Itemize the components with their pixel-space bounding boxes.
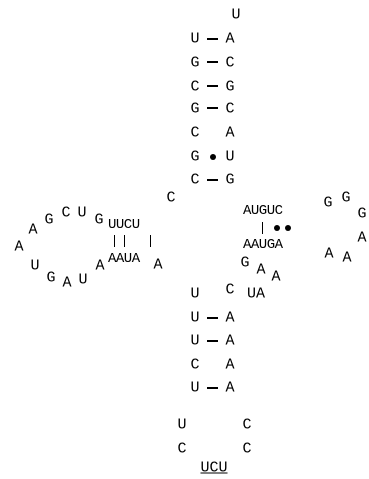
acceptor-right-base-5: A (225, 124, 235, 142)
t-loop-base-4: A (357, 229, 367, 247)
anticodon-loop-right-base-1: C (242, 416, 252, 434)
d-arm-after-lower-base: A (153, 256, 163, 274)
anticodon-right-base-2: A (225, 309, 235, 327)
acceptor-left-base-5: C (190, 124, 200, 142)
d-loop-base-2: G (44, 211, 54, 229)
d-arm-pair-tick-2 (124, 235, 125, 247)
anticodon-left-base-5: U (190, 379, 200, 397)
anticodon-right-base-3: A (225, 332, 235, 350)
d-loop-base-6: A (14, 238, 24, 256)
anticodon-left-base-4: C (190, 356, 200, 374)
anticodon-right-base-5: A (225, 379, 235, 397)
anticodon-bond-3 (207, 340, 218, 342)
anticodon-right-base-1: C (225, 281, 235, 299)
d-loop-base-11: A (95, 257, 105, 275)
d-loop-base-7: U (30, 257, 40, 275)
d-loop-base-10: U (78, 271, 88, 289)
t-connector-base-3: A (271, 268, 281, 286)
d-arm-pair-tick-1 (114, 235, 115, 247)
t-arm-lower-strand: AAUGA (243, 237, 283, 253)
acceptor-right-base-2: C (225, 54, 235, 72)
t-arm-upper-strand: AUGUC (243, 203, 283, 219)
anticodon-loop-left-base-1: U (177, 416, 187, 434)
anticodon-left-base-2: U (190, 309, 200, 327)
acceptor-bond-1 (207, 38, 218, 40)
anticodon-bond-5 (207, 387, 218, 389)
acceptor-right-base-3: G (225, 78, 235, 96)
acceptor-right-base-6: U (225, 148, 235, 166)
acceptor-bond-2 (207, 61, 218, 63)
t-loop-base-3: G (357, 205, 367, 223)
acceptor-left-base-3: C (190, 78, 200, 96)
acceptor-bond-3 (207, 85, 218, 87)
d-loop-base-5: G (94, 211, 104, 229)
anticodon-extra-ua: UA (246, 285, 266, 303)
anticodon-right-base-4: A (225, 356, 235, 374)
anticodon-triplet: UCU (200, 459, 228, 477)
anticodon-loop-right-base-2: C (242, 440, 252, 458)
anticodon-left-base-1: U (190, 285, 200, 303)
d-arm-pair-tick-3 (150, 235, 151, 247)
d-loop-base-3: C (61, 204, 71, 222)
t-loop-base-5: A (342, 249, 352, 267)
acceptor-right-base-7: G (225, 171, 235, 189)
t-arm-wobble-dot-2 (285, 225, 291, 231)
anticodon-bond-2 (207, 317, 218, 319)
d-loop-base-8: G (46, 269, 56, 287)
acceptor-bond-7 (207, 179, 218, 181)
acceptor-apex-base: U (231, 6, 241, 24)
acceptor-bond-4 (207, 107, 218, 109)
d-arm-lower-strand: AAUA (108, 251, 140, 267)
acceptor-left-base-2: G (190, 54, 200, 72)
d-loop-base-1: A (28, 221, 38, 239)
anticodon-left-base-3: U (190, 332, 200, 350)
t-loop-base-1: G (323, 194, 333, 212)
d-loop-base-4: U (77, 204, 87, 222)
t-connector-base-2: A (256, 261, 266, 279)
t-arm-pair-tick (262, 222, 263, 234)
t-connector-base-1: G (240, 254, 250, 272)
d-arm-upper-strand: UUCU (108, 217, 140, 233)
t-loop-base-6: A (324, 245, 334, 263)
anticodon-loop-left-base-2: C (177, 440, 187, 458)
d-loop-base-9: A (62, 274, 72, 292)
acceptor-left-base-6: G (190, 148, 200, 166)
t-arm-wobble-dot-1 (274, 225, 280, 231)
acceptor-wobble-dot (210, 154, 216, 160)
acceptor-left-base-1: U (190, 30, 200, 48)
acceptor-left-base-7: C (190, 171, 200, 189)
acceptor-right-base-1: A (225, 30, 235, 48)
acceptor-right-base-4: C (225, 100, 235, 118)
junction-c-base: C (166, 189, 176, 207)
acceptor-left-base-4: G (190, 100, 200, 118)
t-loop-base-2: G (341, 189, 351, 207)
